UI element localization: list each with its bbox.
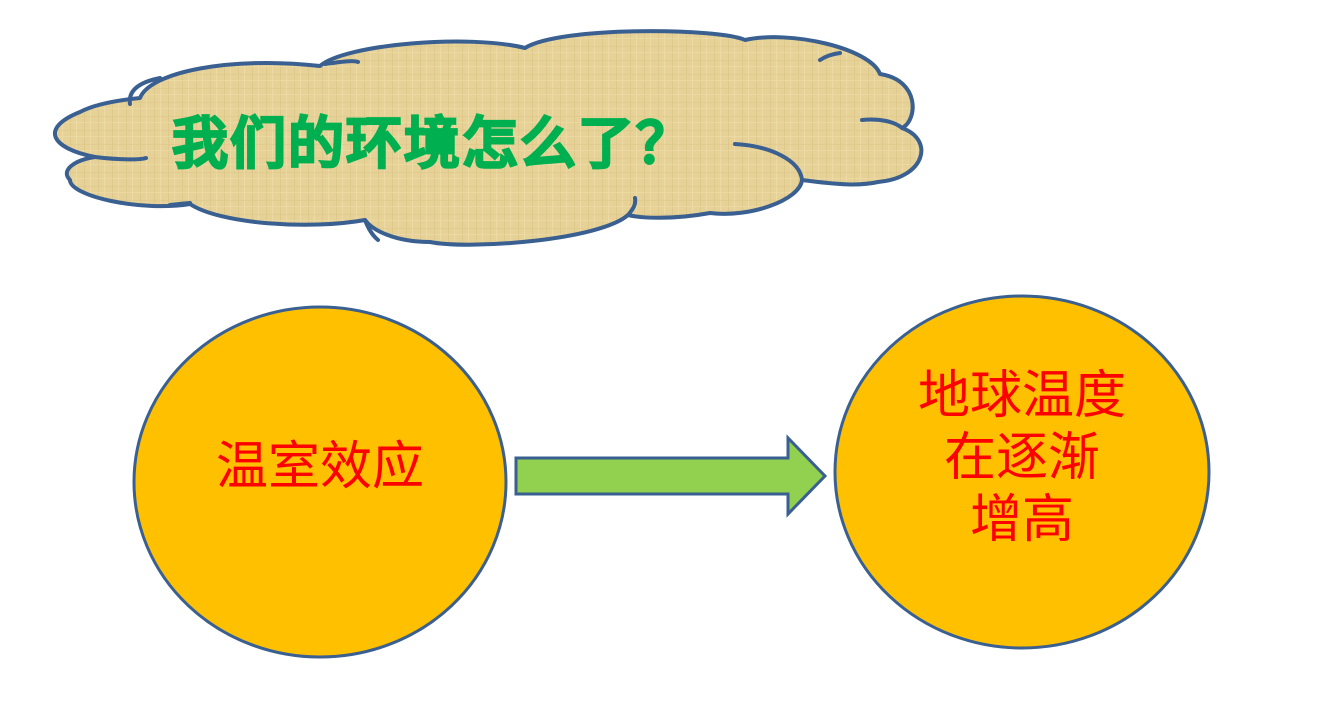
effect-node <box>833 294 1211 650</box>
cloud-shape <box>53 29 924 247</box>
cloud-callout <box>53 29 924 247</box>
effect-label-line-2: 在逐渐 <box>943 428 1100 488</box>
cause-node <box>132 305 508 659</box>
cause-label: 温室效应 <box>215 437 424 497</box>
effect-label-line-3: 增高 <box>969 490 1074 550</box>
slide-title: 我们的环境怎么了？ <box>171 111 694 178</box>
arrow-right-icon <box>514 434 828 518</box>
effect-label: 地球温度 在逐渐 增高 <box>895 358 1149 558</box>
effect-label-line-1: 地球温度 <box>917 366 1126 426</box>
